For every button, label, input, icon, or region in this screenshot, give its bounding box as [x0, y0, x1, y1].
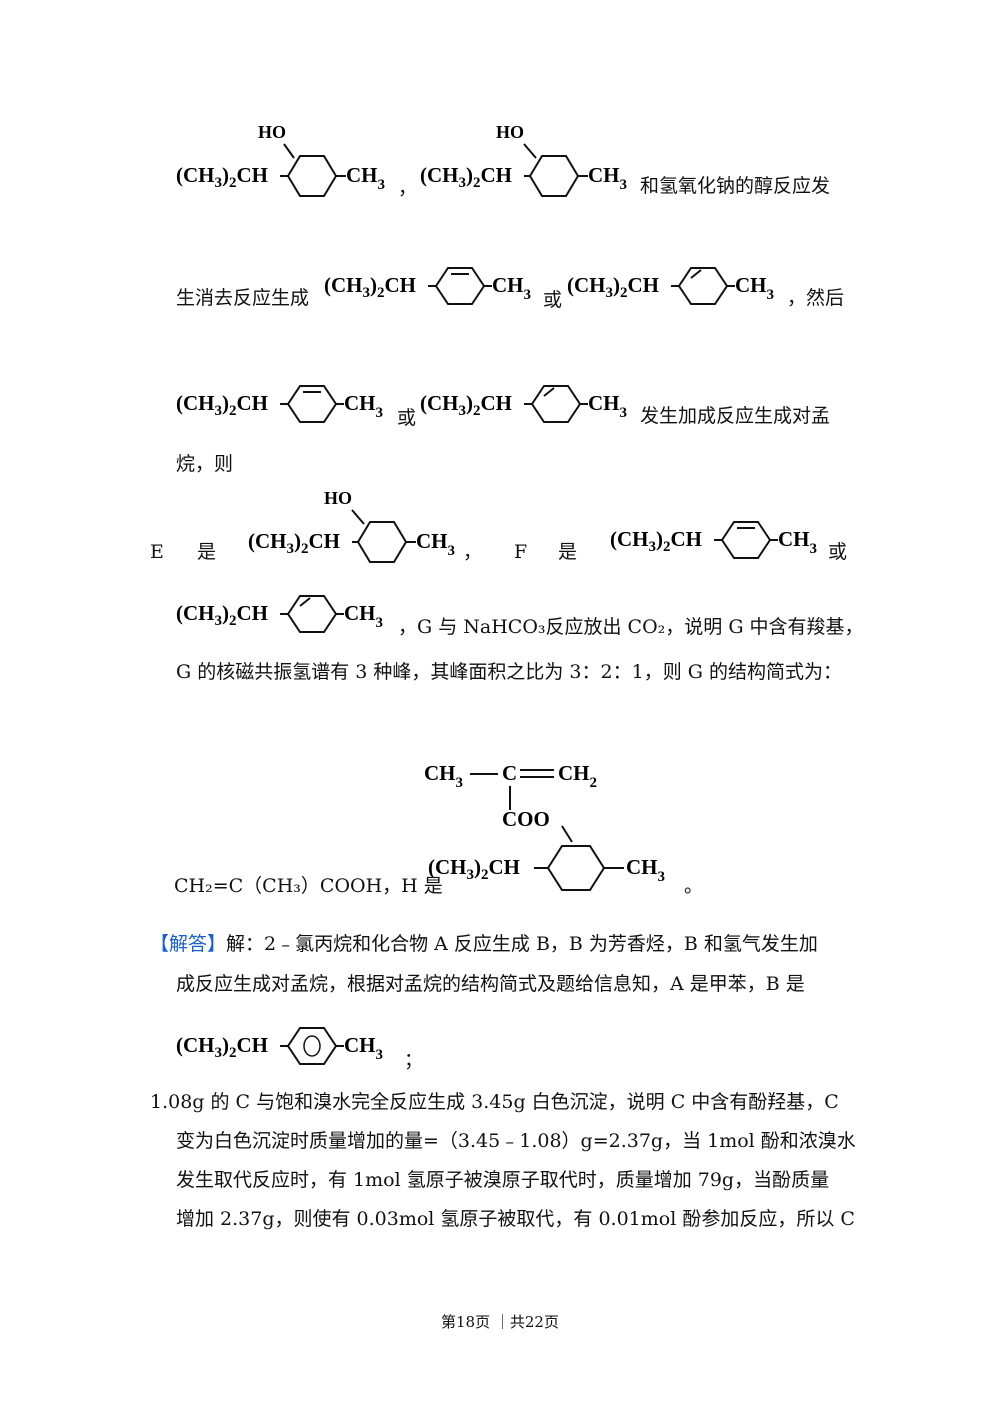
molecule-2-svg: HO (CH3)2CH CH3	[420, 122, 627, 197]
e-is: 是	[197, 541, 217, 563]
e-label: E	[150, 541, 164, 563]
answer-line6: 发生取代反应时，有 1mol 氢原子被溴原子取代时，质量增加 79g，当酚质量	[176, 1169, 830, 1191]
svg-text:CH3: CH3	[492, 273, 531, 303]
svg-text:CH3: CH3	[778, 527, 817, 557]
ho-label: HO	[258, 122, 286, 142]
svg-text:(CH3)2CH: (CH3)2CH	[176, 391, 268, 419]
molecule-alkene-d: (CH3)2CH CH3	[420, 380, 640, 432]
line2-or: 或	[543, 289, 563, 311]
answer-line1: 【解答】解：2﹣氯丙烷和化合物 A 反应生成 B，B 为芳香烃，B 和氢气发生加	[150, 932, 818, 956]
molecule-alkene-b: (CH3)2CH CH3	[567, 262, 787, 314]
alkene-c-svg: (CH3)2CH CH3	[176, 385, 383, 423]
molecule-1: HO (CH3)2CH CH3	[176, 118, 416, 198]
svg-text:CH3: CH3	[588, 391, 627, 421]
line7-text: G 的核磁共振氢谱有 3 种峰，其峰面积之比为 3：2：1，则 G 的结构简式为…	[176, 661, 842, 683]
svg-text:(CH3)2CH: (CH3)2CH	[324, 273, 416, 301]
svg-text:CH3: CH3	[344, 601, 383, 631]
line8-prefix: CH₂=C（CH₃）COOH，H 是	[174, 875, 443, 897]
molecule-b: (CH3)2CH CH3	[176, 1022, 406, 1074]
answer-line5: 变为白色沉淀时质量增加的量=（3.45﹣1.08）g=2.37g，当 1mol …	[176, 1130, 856, 1152]
molecule-alkene-c: (CH3)2CH CH3	[176, 380, 396, 432]
svg-text:(CH3)2CH: (CH3)2CH	[248, 529, 340, 557]
svg-text:HO: HO	[324, 488, 352, 508]
svg-text:CH3: CH3	[424, 761, 463, 791]
svg-text:CH3: CH3	[626, 855, 665, 885]
molecule-f1-svg: (CH3)2CH CH3	[610, 521, 817, 559]
alkene-b-svg: (CH3)2CH CH3	[567, 267, 774, 305]
isopropyl-label: (CH3)2CH	[176, 163, 268, 191]
line1-suffix: 和氢氧化钠的醇反应发	[640, 175, 831, 197]
line3-suffix: 发生加成反应生成对孟	[640, 405, 831, 427]
svg-text:CH3: CH3	[344, 1033, 383, 1063]
svg-text:(CH3)2CH: (CH3)2CH	[176, 1033, 268, 1061]
answer-line2: 成反应生成对孟烷，根据对孟烷的结构简式及题给信息知，A 是甲苯，B 是	[176, 973, 805, 995]
line2-prefix: 生消去反应生成	[176, 287, 310, 309]
ho-label: HO	[496, 122, 524, 142]
alkene-d-svg: (CH3)2CH CH3	[420, 385, 627, 423]
molecule-b-svg: (CH3)2CH CH3	[176, 1027, 383, 1065]
molecule-1-svg: HO (CH3)2CH CH3	[176, 122, 385, 197]
svg-text:(CH3)2CH: (CH3)2CH	[420, 391, 512, 419]
line8-suffix: 。	[684, 875, 704, 897]
f-or: 或	[828, 541, 848, 563]
molecule-alkene-a: (CH3)2CH CH3	[324, 262, 544, 314]
e-comma: ，	[463, 541, 483, 563]
molecule-f1: (CH3)2CH CH3	[610, 516, 830, 568]
molecule-f2-svg: (CH3)2CH CH3	[176, 595, 383, 633]
comma-1: ，	[398, 177, 418, 199]
svg-text:(CH3)2CH: (CH3)2CH	[428, 855, 520, 883]
molecule-e: HO (CH3)2CH CH3	[248, 484, 478, 564]
f-label: F	[514, 541, 528, 563]
answer-tag: 【解答】	[150, 933, 227, 955]
svg-text:(CH3)2CH: (CH3)2CH	[610, 527, 702, 555]
svg-text:CH3: CH3	[735, 273, 774, 303]
line3-or: 或	[397, 407, 417, 429]
line4-text: 烷，则	[176, 453, 234, 475]
molecule-h: CH3 C CH2 COO (CH3)2CH CH3	[424, 756, 704, 896]
line6-suffix: ，G 与 NaHCO₃反应放出 CO₂，说明 G 中含有羧基，	[398, 616, 864, 638]
molecule-h-svg: CH3 C CH2 COO (CH3)2CH CH3	[424, 761, 665, 891]
svg-text:(CH3)2CH: (CH3)2CH	[176, 601, 268, 629]
methyl-label: CH3	[346, 163, 385, 193]
svg-text:CH3: CH3	[416, 529, 455, 559]
svg-text:CH2: CH2	[558, 761, 597, 791]
molecule-e-svg: HO (CH3)2CH CH3	[248, 488, 455, 563]
svg-text:C: C	[502, 761, 517, 785]
answer-line4: 1.08g 的 C 与饱和溴水完全反应生成 3.45g 白色沉淀，说明 C 中含…	[150, 1091, 839, 1113]
svg-text:CH3: CH3	[344, 391, 383, 421]
isopropyl-label: (CH3)2CH	[420, 163, 512, 191]
alkene-a-svg: (CH3)2CH CH3	[324, 267, 531, 305]
page-footer: 第18页 ｜共22页	[441, 1313, 559, 1331]
molecule-2: HO (CH3)2CH CH3	[420, 118, 640, 198]
line2-suffix: ，然后	[787, 287, 845, 309]
f-is: 是	[558, 541, 578, 563]
answer-line1-text: 解：2﹣氯丙烷和化合物 A 反应生成 B，B 为芳香烃，B 和氢气发生加	[226, 933, 818, 955]
molecule-f2: (CH3)2CH CH3	[176, 590, 398, 642]
svg-text:(CH3)2CH: (CH3)2CH	[567, 273, 659, 301]
svg-text:COO: COO	[502, 807, 550, 831]
answer-line3-suffix: ；	[404, 1049, 424, 1071]
answer-line7: 增加 2.37g，则使有 0.03mol 氢原子被取代，有 0.01mol 酚参…	[176, 1208, 855, 1230]
methyl-label: CH3	[588, 163, 627, 193]
